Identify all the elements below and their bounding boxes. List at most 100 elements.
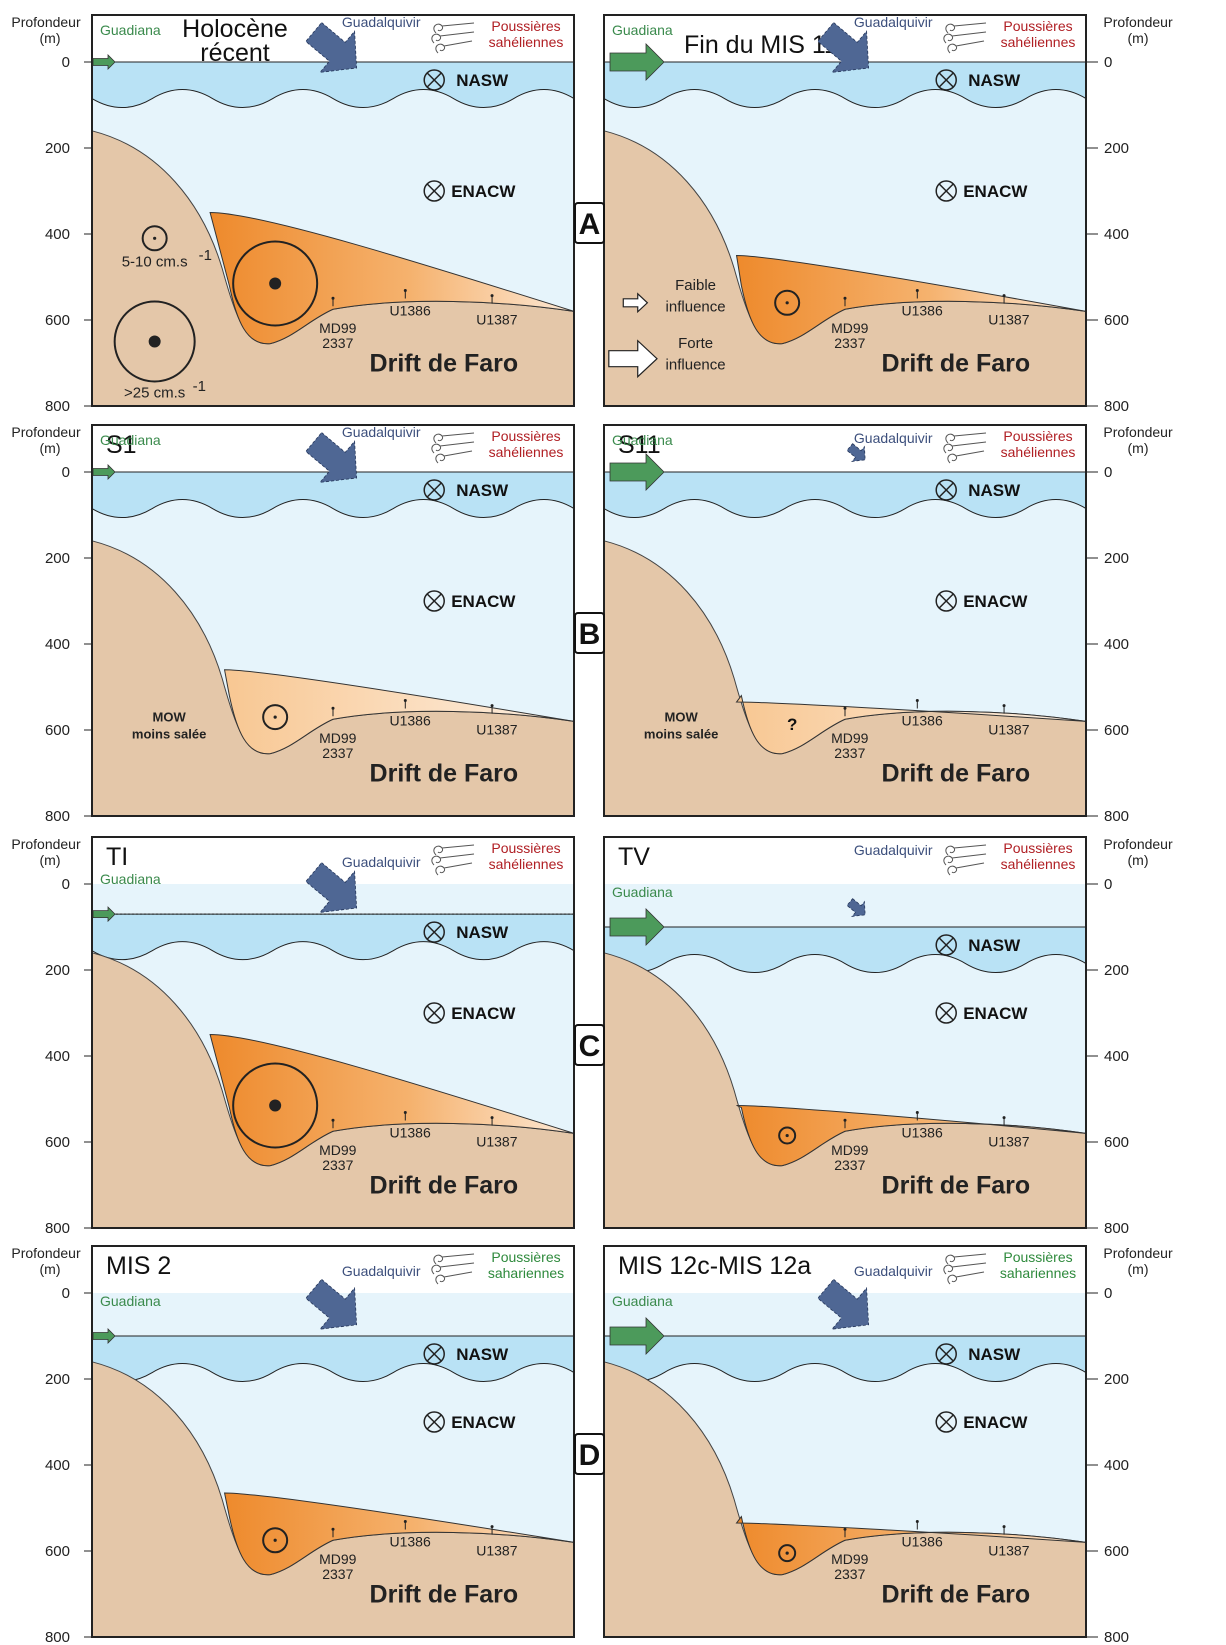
dust-label-2: sahéliennes bbox=[1001, 856, 1076, 872]
row-label-box bbox=[574, 612, 605, 654]
drift-label: Drift de Faro bbox=[370, 350, 519, 378]
site-u1386-label: U1386 bbox=[389, 1534, 430, 1550]
site-u1387-label: U1387 bbox=[988, 721, 1029, 737]
panel-title-2: récent bbox=[200, 39, 270, 67]
site-md99-label-2: 2337 bbox=[834, 1566, 865, 1582]
tick-label-left: 200 bbox=[45, 140, 70, 157]
drift-label: Drift de Faro bbox=[882, 760, 1031, 788]
tick-label-left: 800 bbox=[45, 1629, 70, 1645]
enacw-flow-icon bbox=[935, 590, 957, 612]
site-md99-label-2: 2337 bbox=[834, 745, 865, 761]
guadalquivir-label: Guadalquivir bbox=[854, 842, 933, 858]
axis-label-right: Profondeur bbox=[1103, 424, 1173, 440]
guadiana-arrow bbox=[609, 453, 665, 491]
guadalquivir-label: Guadalquivir bbox=[342, 14, 421, 30]
enacw-label: ENACW bbox=[963, 1413, 1028, 1432]
drift-label: Drift de Faro bbox=[882, 1581, 1031, 1609]
nasw-label: NASW bbox=[456, 923, 509, 942]
guadiana-label: Guadiana bbox=[100, 432, 161, 448]
site-md99-label-2: 2337 bbox=[322, 1157, 353, 1173]
tick-label-right: 600 bbox=[1104, 722, 1129, 739]
axis-unit: (m) bbox=[40, 30, 61, 46]
tick-label-right: 600 bbox=[1104, 1543, 1129, 1560]
enacw-flow-icon bbox=[935, 1411, 957, 1433]
site-md99-label: MD99 bbox=[831, 1142, 869, 1158]
site-u1387-label: U1387 bbox=[476, 1542, 517, 1558]
guadiana-arrow bbox=[609, 1317, 665, 1355]
speed-symbol-large bbox=[232, 1062, 319, 1149]
dust-icon bbox=[431, 432, 475, 464]
tick-label-left: 200 bbox=[45, 550, 70, 567]
dust-label: Poussières bbox=[1003, 840, 1072, 856]
legend-strong: Forte bbox=[678, 335, 713, 352]
enacw-flow-icon bbox=[423, 1411, 445, 1433]
mow-plume bbox=[209, 1033, 575, 1167]
axis-label-right: Profondeur bbox=[1103, 14, 1173, 30]
enacw-flow-icon bbox=[423, 1002, 445, 1024]
dust-icon bbox=[431, 844, 475, 876]
panel-title: MIS 12c-MIS 12a bbox=[618, 1252, 811, 1280]
legend-speed-small: 5-10 cm.s bbox=[122, 253, 188, 270]
axis-unit: (m) bbox=[40, 1261, 61, 1277]
nasw-flow-icon bbox=[935, 934, 957, 956]
enacw-label: ENACW bbox=[963, 592, 1028, 611]
site-md99-label: MD99 bbox=[831, 1551, 869, 1567]
row-label-box bbox=[574, 202, 605, 244]
nasw-label: NASW bbox=[456, 71, 509, 90]
axis-label: Profondeur bbox=[11, 14, 81, 30]
tick-label-right: 0 bbox=[1104, 1285, 1112, 1302]
site-u1387-label: U1387 bbox=[988, 311, 1029, 327]
enacw-flow-icon bbox=[423, 590, 445, 612]
dust-label: Poussières bbox=[491, 840, 560, 856]
nasw-label: NASW bbox=[456, 1345, 509, 1364]
guadalquivir-label: Guadalquivir bbox=[854, 1263, 933, 1279]
dust-label-2: sahéliennes bbox=[1001, 34, 1076, 50]
guadiana-label: Guadiana bbox=[100, 871, 161, 887]
surface-water bbox=[91, 61, 575, 108]
guadiana-arrow bbox=[609, 908, 665, 946]
mow-label: MOW bbox=[665, 709, 699, 724]
site-u1386-label: U1386 bbox=[901, 1125, 942, 1141]
guadalquivir-label: Guadalquivir bbox=[854, 14, 933, 30]
site-u1387-label: U1387 bbox=[988, 1542, 1029, 1558]
dust-icon bbox=[431, 22, 475, 54]
panel-title: Holocène bbox=[182, 15, 288, 43]
legend-strong-2: influence bbox=[666, 356, 726, 373]
site-u1386-label: U1386 bbox=[901, 713, 942, 729]
axis-unit-right: (m) bbox=[1128, 852, 1149, 868]
guadalquivir-arrow bbox=[817, 1278, 870, 1330]
speed-unknown: ? bbox=[787, 715, 797, 734]
tick-label-left: 600 bbox=[45, 722, 70, 739]
tick-label-right: 800 bbox=[1104, 1629, 1129, 1645]
guadiana-label: Guadiana bbox=[612, 432, 673, 448]
tick-label-right: 400 bbox=[1104, 226, 1129, 243]
nasw-flow-icon bbox=[935, 1343, 957, 1365]
panel-p7: MIS 2GuadianaGuadalquivirPoussièressahar… bbox=[91, 1245, 575, 1638]
dust-label-2: sahariennes bbox=[1000, 1265, 1076, 1281]
tick-label-right: 0 bbox=[1104, 54, 1112, 71]
speed-symbol-small bbox=[262, 704, 289, 731]
guadiana-label: Guadiana bbox=[612, 1293, 673, 1309]
site-u1387-label: U1387 bbox=[476, 311, 517, 327]
mow-label: MOW bbox=[153, 709, 187, 724]
tick-label-right: 200 bbox=[1104, 962, 1129, 979]
panel-p8: MIS 12c-MIS 12aGuadianaGuadalquivirPouss… bbox=[603, 1245, 1087, 1638]
row-label-A: A bbox=[579, 208, 601, 241]
site-md99-label: MD99 bbox=[319, 730, 357, 746]
site-md99-label: MD99 bbox=[831, 730, 869, 746]
dust-icon bbox=[431, 1253, 475, 1285]
tick-label-right: 200 bbox=[1104, 1371, 1129, 1388]
nasw-flow-icon bbox=[423, 921, 445, 943]
site-u1387-label: U1387 bbox=[988, 1133, 1029, 1149]
row-label-B: B bbox=[579, 618, 601, 651]
enacw-label: ENACW bbox=[451, 182, 516, 201]
panel-title: TV bbox=[618, 843, 650, 871]
speed-symbol-small bbox=[774, 289, 801, 316]
site-md99-label: MD99 bbox=[831, 320, 869, 336]
mow-plume bbox=[735, 694, 1087, 755]
